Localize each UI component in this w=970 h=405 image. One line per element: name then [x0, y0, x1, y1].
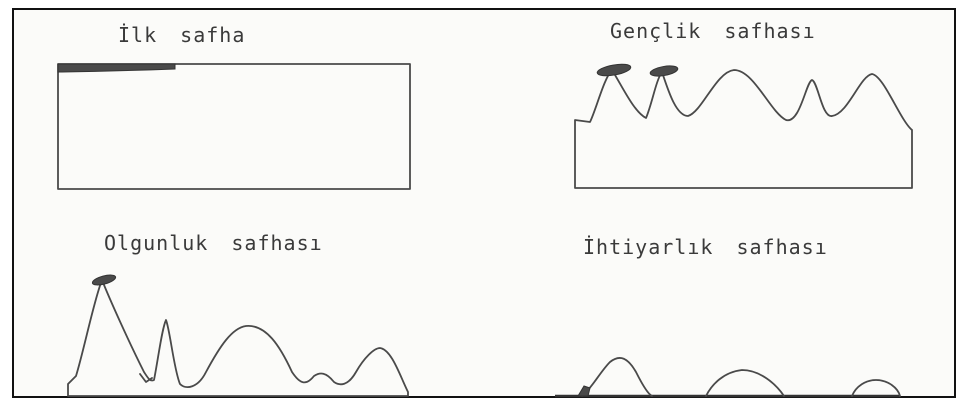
old-age-hill-2: [706, 370, 784, 396]
stage-maturity-title: Olgunluk safhası: [104, 231, 323, 255]
stage-initial: İlk safha: [58, 23, 410, 189]
initial-surface-cap: [58, 64, 175, 72]
old-age-hill-3: [852, 380, 900, 396]
stage-initial-title: İlk safha: [118, 23, 245, 47]
youth-landform-profile: [575, 70, 912, 188]
stage-youth: Gençlik safhası: [575, 19, 912, 188]
youth-remnant-cap-left: [596, 62, 631, 78]
stage-old-age-title: İhtiyarlık safhası: [583, 235, 828, 259]
initial-plateau-block: [58, 64, 410, 189]
stage-youth-title: Gençlik safhası: [610, 19, 816, 43]
old-age-hill-1: [582, 358, 652, 396]
youth-remnant-cap-right: [649, 64, 678, 78]
stage-maturity: Olgunluk safhası: [68, 231, 408, 396]
maturity-landform-profile: [68, 280, 408, 396]
old-age-remnant-cap: [578, 386, 590, 396]
stage-old-age: İhtiyarlık safhası: [555, 235, 900, 396]
